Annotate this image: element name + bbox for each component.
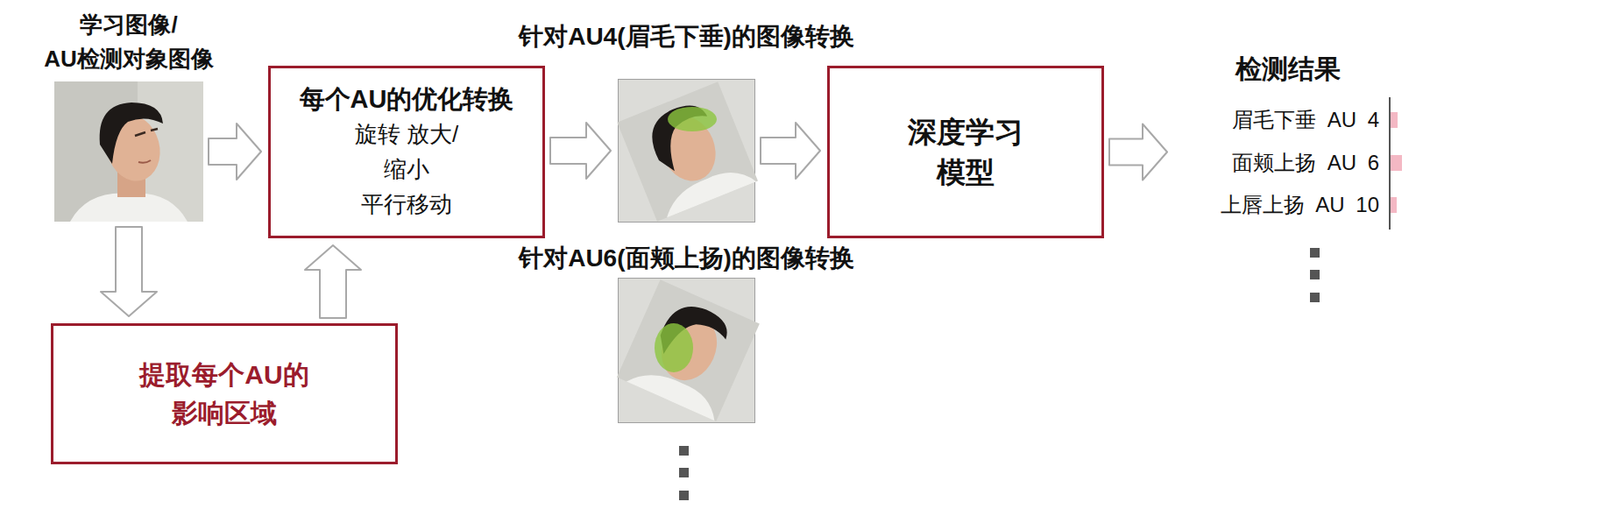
photo-background	[54, 81, 204, 222]
ellipsis-dot	[1309, 292, 1320, 303]
image-heading: 针对AU4(眉毛下垂)的图像转换	[518, 21, 855, 53]
block-arrow	[760, 122, 821, 179]
ellipsis-dot	[679, 446, 689, 456]
chart-axis	[1388, 97, 1391, 230]
shirt	[70, 193, 188, 222]
image-heading: 针对AU6(面颊上扬)的图像转换	[518, 242, 855, 275]
block-arrow	[208, 123, 262, 180]
process-box: 提取每个AU的 影响区域	[50, 323, 398, 465]
block-arrow	[304, 245, 362, 319]
box-heading: 每个AU的优化转换	[299, 81, 515, 117]
hair	[643, 98, 723, 176]
block-arrow	[100, 226, 157, 317]
block-arrow	[1109, 124, 1168, 181]
ellipsis-dot	[1309, 247, 1320, 258]
ellipsis-dot	[679, 467, 689, 478]
au-region	[667, 106, 717, 132]
result-heading: 检测结果	[1235, 52, 1341, 86]
au-region	[654, 323, 694, 373]
result-row: 上唇上扬 AU 10	[1220, 191, 1380, 219]
hair	[653, 297, 734, 376]
input-photo	[54, 81, 204, 222]
score-bar	[1390, 112, 1398, 128]
au4-photo	[616, 79, 758, 223]
image-heading: 学习图像/ AU检测对象图像	[40, 7, 219, 77]
model-box: 深度学习 模型	[827, 65, 1105, 239]
result-row: 眉毛下垂 AU 4	[1231, 106, 1380, 134]
rotated-photo	[616, 81, 758, 222]
transformed-image: 针对AU4(眉毛下垂)的图像转换	[617, 78, 756, 223]
mouth	[138, 160, 151, 163]
score-bar	[1390, 197, 1397, 213]
eyebrows	[134, 128, 158, 136]
input-image: 学习图像/ AU检测对象图像	[54, 81, 204, 222]
process-box: 每个AU的优化转换旋转 放大/缩小 平行移动	[268, 65, 546, 239]
block-arrow	[550, 122, 611, 179]
ellipsis-dot	[1309, 269, 1320, 280]
au6-photo	[616, 278, 760, 424]
transformed-image: 针对AU6(面颊上扬)的图像转换	[617, 277, 756, 424]
box-label: 提取每个AU的 影响区域	[124, 355, 325, 432]
rotated-photo	[616, 279, 760, 422]
box-body: 旋转 放大/缩小 平行移动	[349, 116, 464, 222]
result-row: 面颊上扬 AU 6	[1231, 149, 1380, 177]
score-bar	[1390, 155, 1402, 171]
box-label: 深度学习 模型	[899, 112, 1033, 192]
result-panel: 检测结果眉毛下垂 AU 4 面颊上扬 AU 6 上唇上扬 AU 10	[1174, 52, 1402, 241]
ellipsis-dot	[679, 490, 689, 501]
hair	[99, 102, 163, 164]
